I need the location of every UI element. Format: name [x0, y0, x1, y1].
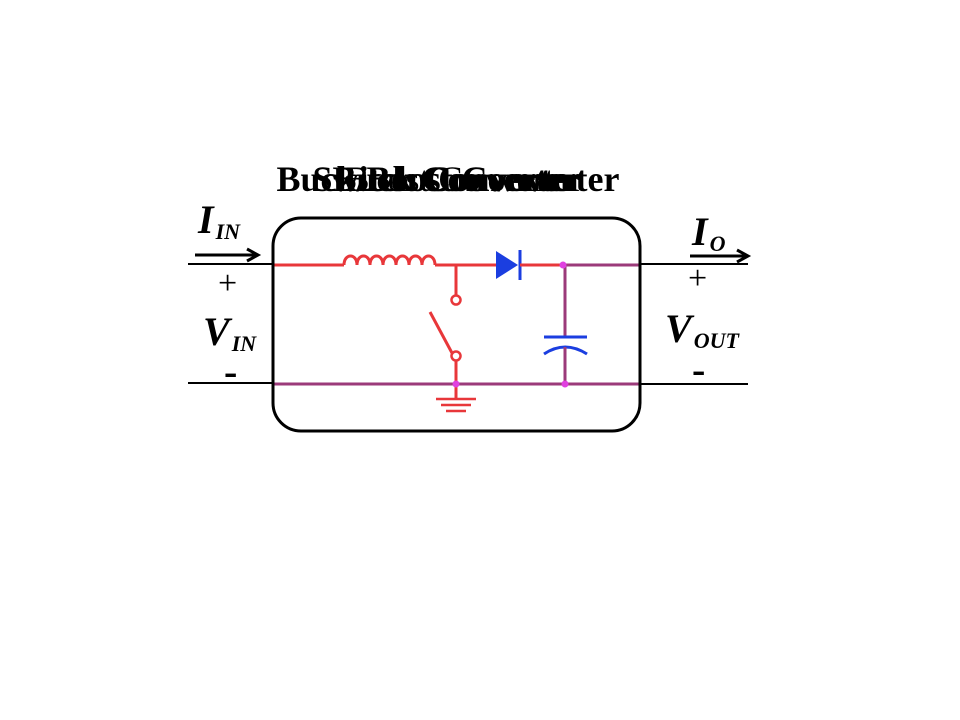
output-current-arrow: [690, 248, 752, 264]
switch-top-contact: [450, 294, 462, 306]
title-buck-boost: Buck/Boost Converter: [276, 159, 620, 199]
output-current-label: IO: [692, 209, 726, 256]
converter-box: [271, 216, 642, 433]
input-plus-sign: +: [218, 265, 238, 302]
junction-top: [559, 261, 567, 269]
title-switch: Switch Converter: [312, 159, 584, 199]
input-current-arrow: [195, 247, 262, 263]
circuit: [273, 250, 640, 413]
output-voltage-label: VOUT: [665, 306, 739, 353]
switch-bottom-contact: [450, 350, 462, 362]
inductor: [342, 254, 437, 266]
title-buck: Buck Converter: [332, 159, 580, 199]
output-minus-sign: -: [692, 347, 706, 392]
junction-bottom-switch: [452, 380, 460, 388]
output-plus-sign: +: [688, 260, 708, 297]
diode: [496, 251, 518, 279]
title-boost: Boost Converter: [345, 159, 583, 199]
input-minus-sign: -: [224, 349, 238, 394]
input-current-label: IIN: [198, 197, 241, 244]
input-voltage-label: VIN: [203, 309, 257, 356]
switch-blade: [428, 311, 454, 354]
junction-bottom-cap: [561, 380, 569, 388]
